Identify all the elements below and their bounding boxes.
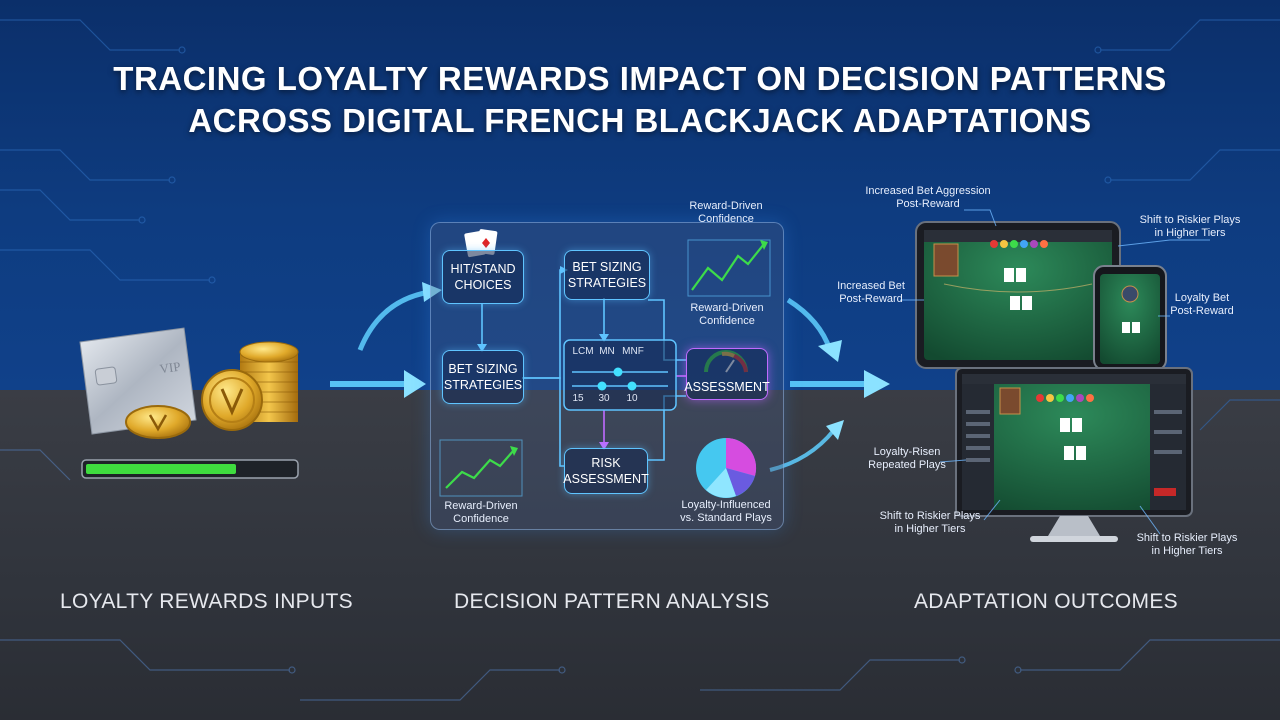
label-riskier-plays-mid: Shift to Riskier Plays in Higher Tiers — [879, 510, 981, 535]
gold-coin-flat — [125, 405, 191, 439]
arrow-curve-up-head — [422, 282, 442, 302]
slider-value-1: 15 — [572, 393, 584, 404]
slider-knob-2 — [597, 381, 607, 391]
page-title: TRACING LOYALTY REWARDS IMPACT ON DECISI… — [40, 58, 1240, 142]
slider-knob-1 — [613, 367, 623, 377]
arrow-curve-down-head — [818, 340, 842, 362]
section-label-outcomes: ADAPTATION OUTCOMES — [914, 590, 1178, 613]
gold-coin — [201, 369, 263, 431]
node-bet-sizing-left: BET SIZING STRATEGIES — [442, 350, 524, 404]
node-hit-stand-choices: HIT/STAND CHOICES — [442, 250, 524, 304]
node-risk-assessment: RISK ASSESSMENT — [563, 448, 649, 494]
arrow-head-2 — [864, 370, 890, 398]
label-riskier-plays-top: Shift to Riskier Plays in Higher Tiers — [1139, 214, 1241, 239]
arrow-curve-lower — [769, 428, 836, 472]
slider-knob-3 — [627, 381, 637, 391]
slider-label-1: LCM — [572, 346, 594, 357]
slider-value-3: 10 — [626, 393, 638, 404]
title-line-1: TRACING LOYALTY REWARDS IMPACT ON DECISI… — [113, 60, 1167, 97]
caption-confidence-top: Reward-Driven Confidence — [689, 200, 763, 225]
label-loyalty-repeated-plays: Loyalty-Risen Repeated Plays — [868, 446, 946, 471]
caption-pie-chart: Loyalty-Influenced vs. Standard Plays — [680, 499, 772, 524]
section-label-analysis: DECISION PATTERN ANALYSIS — [454, 590, 770, 613]
arrow-head-1 — [404, 370, 426, 398]
slider-label-3: MNF — [622, 346, 644, 357]
section-label-inputs: LOYALTY REWARDS INPUTS — [60, 590, 353, 613]
label-increased-bet-aggression: Increased Bet Aggression Post-Reward — [865, 185, 991, 210]
slider-label-2: MN — [599, 346, 615, 357]
tablet-device — [915, 221, 1121, 369]
progress-bar-fill — [86, 464, 236, 474]
label-loyalty-bet: Loyalty Bet Post-Reward — [1170, 292, 1234, 317]
line-chart-left — [439, 439, 523, 497]
title-line-2: ACROSS DIGITAL FRENCH BLACKJACK ADAPTATI… — [188, 102, 1092, 139]
label-riskier-plays-bottom: Shift to Riskier Plays in Higher Tiers — [1136, 532, 1238, 557]
caption-confidence-right: Reward-Driven Confidence — [690, 302, 764, 327]
arrow-curve-up — [357, 289, 431, 351]
node-bet-sizing-top: BET SIZING STRATEGIES — [564, 250, 650, 300]
line-chart-right — [687, 239, 771, 297]
coin-stack — [239, 341, 299, 422]
pie-chart — [696, 437, 757, 498]
label-increased-bet: Increased Bet Post-Reward — [837, 280, 905, 305]
caption-confidence-bottom: Reward-Driven Confidence — [444, 500, 518, 525]
phone-device — [1093, 265, 1167, 371]
node-assessment: ASSESSMENT — [684, 348, 770, 400]
monitor-device — [955, 367, 1193, 542]
arrow-curve-lower-head — [826, 420, 844, 440]
slider-value-2: 30 — [598, 393, 610, 404]
